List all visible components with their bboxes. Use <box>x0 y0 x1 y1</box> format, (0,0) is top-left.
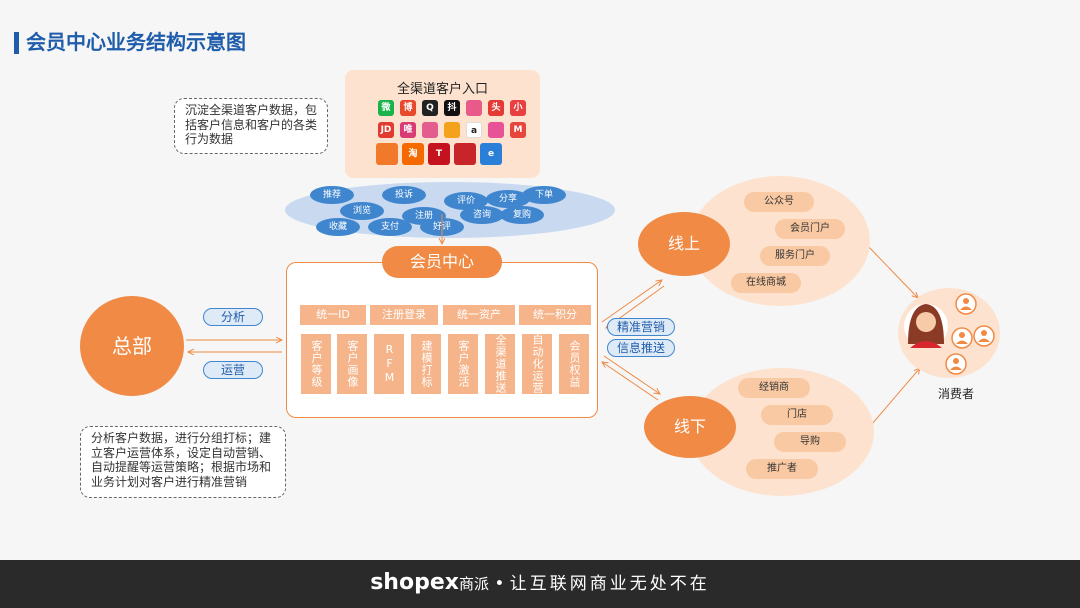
offline-circle: 线下 <box>644 396 736 458</box>
hq-circle: 总部 <box>80 296 184 396</box>
footer-bar <box>0 560 1080 608</box>
amazon-icon: a <box>466 122 482 138</box>
weibo-icon: 博 <box>400 100 416 116</box>
arrow-offline-to-consumer <box>871 368 920 425</box>
online-item-official-account: 公众号 <box>744 192 814 212</box>
app-icon-8: e <box>480 143 502 165</box>
note-line: 业务计划对客户进行精准营销 <box>91 474 248 489</box>
consumer-label: 消费者 <box>937 387 974 401</box>
analyze-tag: 分析 <box>203 308 263 326</box>
footer-slogan: shopex商派 • 让互联网商业无处不在 <box>0 560 1080 608</box>
arrow-to-online <box>601 280 662 323</box>
offline-item-store: 门店 <box>761 405 833 425</box>
offline-item-promoter: 推广者 <box>746 459 818 479</box>
consumer-figures <box>904 293 995 375</box>
wechat-icon: 微 <box>378 100 394 116</box>
note-line: 括客户信息和客户的各类 <box>185 117 318 132</box>
online-circle: 线上 <box>638 212 730 276</box>
operate-tag: 运营 <box>203 361 263 379</box>
app-icon-2 <box>422 122 438 138</box>
col-customer-profile: 客户画像 <box>337 334 367 394</box>
col-model-tagging: 建模打标 <box>411 334 441 394</box>
online-item-online-mall: 在线商城 <box>731 273 801 293</box>
app-icon-5: M <box>510 122 526 138</box>
col-member-benefits: 会员权益 <box>559 334 589 394</box>
title-accent-bar <box>14 32 19 54</box>
box-unified-assets: 统一资产 <box>443 305 515 325</box>
member-center-title: 会员中心 <box>382 246 502 278</box>
col-customer-level: 客户等级 <box>301 334 331 394</box>
col-customer-activation: 客户激活 <box>448 334 478 394</box>
col-auto-operation: 自动化运营 <box>522 334 552 394</box>
taobao-icon: 淘 <box>402 143 424 165</box>
douyin-icon: 抖 <box>444 100 460 116</box>
online-item-service-portal: 服务门户 <box>760 246 830 266</box>
col-omnichannel-push: 全渠道推送 <box>485 334 515 394</box>
col-rfm: RFM <box>374 334 404 394</box>
footer-tagline: 让互联网商业无处不在 <box>509 574 710 594</box>
channel-icon-row: JD 唯 a M <box>378 122 538 140</box>
toutiao-icon: 头条 <box>488 100 504 116</box>
jingdong-icon: JD <box>378 122 394 138</box>
note-line: 自动提醒等运营策略；根据市场和 <box>91 460 272 474</box>
app-icon-1 <box>466 100 482 116</box>
channel-entry-title: 全渠道客户入口 <box>396 82 488 97</box>
offline-item-shopping-guide: 导购 <box>774 432 846 452</box>
app-icon-3 <box>444 122 460 138</box>
footer-bullet: • <box>494 574 505 594</box>
app-icon-6 <box>376 143 398 165</box>
vip-icon: 唯 <box>400 122 416 138</box>
brand-logo-text: shopex <box>370 570 459 595</box>
note-line: 立客户运营体系，设定自动营销、 <box>91 445 272 460</box>
note-line: 分析客户数据，进行分组打标；建 <box>91 431 272 445</box>
box-register-login: 注册登录 <box>370 305 438 325</box>
online-item-member-portal: 会员门户 <box>775 219 845 239</box>
note-data-collection: 沉淀全渠道客户数据，包 括客户信息和客户的各类 行为数据 <box>174 98 328 154</box>
page-title: 会员中心业务结构示意图 <box>26 30 246 54</box>
arrow-to-offline <box>603 355 660 394</box>
arrow-from-offline <box>602 362 659 401</box>
arrow-online-to-consumer <box>865 243 918 298</box>
box-unified-points: 统一积分 <box>519 305 591 325</box>
offline-item-dealer: 经销商 <box>738 378 810 398</box>
app-icon-7 <box>454 143 476 165</box>
mini-program-icon: 小程序 <box>510 100 526 116</box>
tmall-icon: T <box>428 143 450 165</box>
person-icon <box>904 304 948 348</box>
info-push-tag: 信息推送 <box>607 339 675 357</box>
note-line: 行为数据 <box>185 132 234 146</box>
app-icon-4 <box>488 122 504 138</box>
qq-icon: Q <box>422 100 438 116</box>
brand-cn: 商派 <box>458 575 489 593</box>
user-silhouette-icon <box>950 298 990 370</box>
note-line: 沉淀全渠道客户数据，包 <box>185 103 318 117</box>
note-data-analysis: 分析客户数据，进行分组打标；建 立客户运营体系，设定自动营销、 自动提醒等运营策… <box>80 426 286 498</box>
box-unified-id: 统一ID <box>300 305 366 325</box>
precise-marketing-tag: 精准营销 <box>607 318 675 336</box>
